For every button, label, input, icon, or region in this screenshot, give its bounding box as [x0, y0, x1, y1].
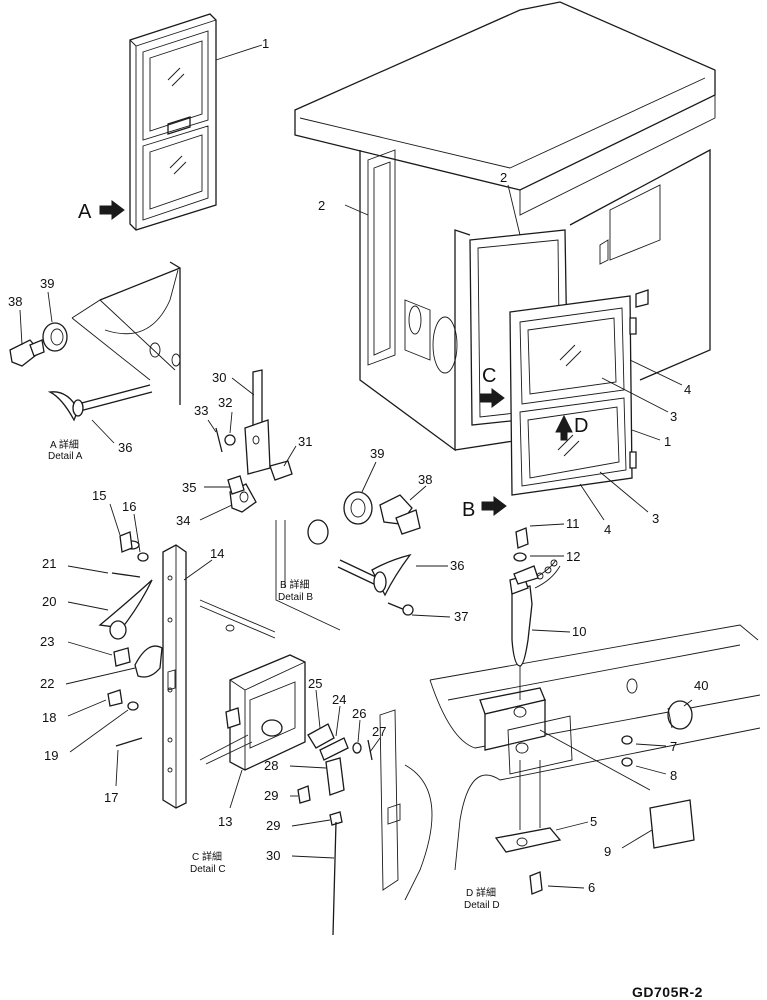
callout-door-4b: 4 [604, 522, 611, 537]
window-assembly [129, 13, 217, 231]
callout-c-22: 22 [40, 676, 54, 691]
detail-b-drawing [215, 369, 421, 631]
callout-window-1: 1 [262, 36, 269, 51]
callout-door-3b: 3 [652, 511, 659, 526]
arrow-d-icon [555, 414, 573, 441]
callout-cab-2a: 2 [318, 198, 325, 213]
detail-d-title-en: Detail D [464, 900, 500, 911]
arrow-c-icon [479, 388, 505, 408]
callout-b-34: 34 [176, 513, 190, 528]
arrow-label-d: D [574, 415, 588, 437]
callout-c-17: 17 [104, 790, 118, 805]
callout-b-32: 32 [218, 395, 232, 410]
callout-b-33: 33 [194, 403, 208, 418]
callout-b-31: 31 [298, 434, 312, 449]
callout-c-20: 20 [42, 594, 56, 609]
callout-a-38: 38 [8, 294, 22, 309]
callout-d-40: 40 [694, 678, 708, 693]
callout-c-19: 19 [44, 748, 58, 763]
callout-c-24: 24 [332, 692, 346, 707]
arrow-b-icon [481, 496, 507, 516]
callout-d-5: 5 [590, 814, 597, 829]
callout-d-6: 6 [588, 880, 595, 895]
callout-d-11: 11 [566, 516, 580, 531]
arrow-label-b: B [462, 499, 475, 521]
callout-c-15: 15 [92, 488, 106, 503]
callout-c-29b: 29 [266, 818, 280, 833]
arrow-a-icon [99, 200, 125, 220]
cab-body [294, 1, 716, 452]
callout-c-25: 25 [308, 676, 322, 691]
callout-d-7: 7 [670, 739, 677, 754]
callout-d-8: 8 [670, 768, 677, 783]
callout-a-39: 39 [40, 276, 54, 291]
callout-d-10: 10 [572, 624, 586, 639]
callout-b-30: 30 [212, 370, 226, 385]
callout-c-18: 18 [42, 710, 56, 725]
callout-door-1: 1 [664, 434, 671, 449]
callout-b-35: 35 [182, 480, 196, 495]
detail-b-title-en: Detail B [278, 592, 313, 603]
callout-c-26: 26 [352, 706, 366, 721]
callout-b-37: 37 [454, 609, 468, 624]
callout-c-13: 13 [218, 814, 232, 829]
callout-d-12: 12 [566, 549, 580, 564]
detail-d-title-jp: D 詳細 [466, 886, 496, 899]
arrow-label-c: C [482, 365, 496, 387]
detail-c-title-jp: C 詳細 [192, 850, 222, 863]
arrow-label-a: A [78, 201, 92, 223]
cab-door [509, 289, 649, 496]
callout-b-39: 39 [370, 446, 384, 461]
callout-c-27: 27 [372, 724, 386, 739]
detail-c-drawing [98, 531, 433, 936]
detail-a-title-en: Detail A [48, 451, 83, 462]
callout-c-21: 21 [42, 556, 56, 571]
detail-d-drawing [429, 527, 761, 895]
detail-c-title-en: Detail C [190, 864, 226, 875]
callout-b-38: 38 [418, 472, 432, 487]
callout-c-14: 14 [210, 546, 224, 561]
callout-door-3a: 3 [670, 409, 677, 424]
detail-a-drawing [9, 261, 181, 422]
callout-cab-2b: 2 [500, 170, 507, 185]
callout-c-16: 16 [122, 499, 136, 514]
callout-c-30: 30 [266, 848, 280, 863]
callout-c-28: 28 [264, 758, 278, 773]
callout-a-36: 36 [118, 440, 132, 455]
callout-d-9: 9 [604, 844, 611, 859]
drawing-code: GD705R-2 [632, 984, 703, 1000]
callout-door-4a: 4 [684, 382, 691, 397]
detail-b-title-jp: B 詳細 [280, 578, 309, 591]
callout-c-23: 23 [40, 634, 54, 649]
callout-b-36: 36 [450, 558, 464, 573]
detail-a-title-jp: A 詳細 [50, 438, 79, 451]
callout-c-29a: 29 [264, 788, 278, 803]
